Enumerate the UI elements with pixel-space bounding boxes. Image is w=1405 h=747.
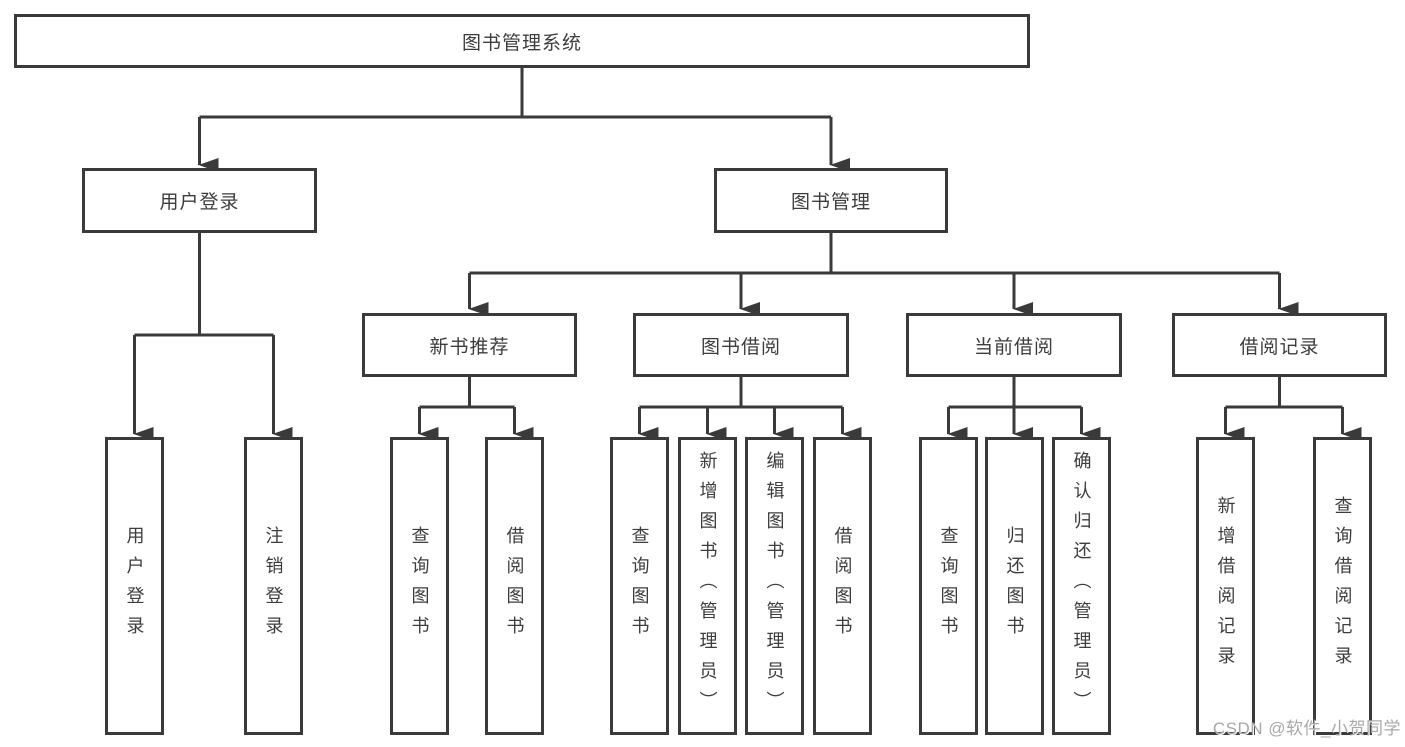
connector-user-login-trunk [134,233,274,337]
leaf-nb-query-books: 查询图书 [390,437,449,735]
node-book-borrowing: 图书借阅 [633,313,849,377]
leaf-bb-query-books: 查询图书 [610,437,669,735]
connector-current-borrow-trunk [948,377,1082,409]
leaf-logout-label: 注销登录 [263,526,284,646]
leaf-cb-return-books: 归还图书 [985,437,1044,735]
leaf-cb-confirm-return-admin-label: 确认归还（管理员） [1071,451,1092,721]
node-book-management-label: 图书管理 [790,192,871,213]
connector-book-borrow-trunk [639,377,843,409]
node-book-borrowing-label: 图书借阅 [700,336,781,358]
leaf-bb-borrow-books-label: 借阅图书 [832,526,853,646]
leaf-nb-borrow-books: 借阅图书 [485,437,544,735]
node-book-management: 图书管理 [714,168,948,233]
leaf-user-login-label: 用户登录 [124,526,145,646]
leaf-cb-return-books-label: 归还图书 [1004,526,1025,646]
leaf-bb-edit-books-admin: 编辑图书（管理员） [745,437,804,735]
leaf-bb-borrow-books: 借阅图书 [813,437,872,735]
node-new-book-recommend-label: 新书推荐 [429,336,510,358]
leaf-br-add-record: 新增借阅记录 [1196,437,1255,735]
leaf-nb-query-books-label: 查询图书 [409,526,430,646]
leaf-cb-query-books: 查询图书 [919,437,978,735]
node-root-label: 图书管理系统 [461,32,582,54]
node-current-borrowing-label: 当前借阅 [973,336,1054,358]
connector-book-mgmt-trunk [469,233,1280,275]
connector-new-books-trunk [419,377,515,409]
leaf-bb-add-books-admin: 新增图书（管理员） [678,437,737,735]
leaf-bb-edit-books-admin-label: 编辑图书（管理员） [764,451,785,721]
node-new-book-recommend: 新书推荐 [362,313,577,377]
leaf-bb-query-books-label: 查询图书 [629,526,650,646]
node-current-borrowing: 当前借阅 [906,313,1122,377]
leaf-user-login: 用户登录 [105,437,164,735]
node-user-login-label: 用户登录 [159,192,240,213]
node-root-system: 图书管理系统 [14,14,1030,68]
node-borrowing-records-label: 借阅记录 [1239,336,1320,358]
node-borrowing-records: 借阅记录 [1172,313,1387,377]
connector-root-trunk [199,68,831,119]
csdn-watermark: CSDN @软件_小贺同学 [1212,719,1401,738]
node-user-login: 用户登录 [82,168,317,233]
leaf-logout: 注销登录 [244,437,303,735]
leaf-br-query-record-label: 查询借阅记录 [1332,496,1353,676]
leaf-br-add-record-label: 新增借阅记录 [1215,496,1236,676]
leaf-br-query-record: 查询借阅记录 [1313,437,1372,735]
leaf-bb-add-books-admin-label: 新增图书（管理员） [697,451,718,721]
leaf-cb-query-books-label: 查询图书 [938,526,959,646]
connector-borrow-records-trunk [1225,377,1343,409]
leaf-cb-confirm-return-admin: 确认归还（管理员） [1052,437,1111,735]
leaf-nb-borrow-books-label: 借阅图书 [504,526,525,646]
